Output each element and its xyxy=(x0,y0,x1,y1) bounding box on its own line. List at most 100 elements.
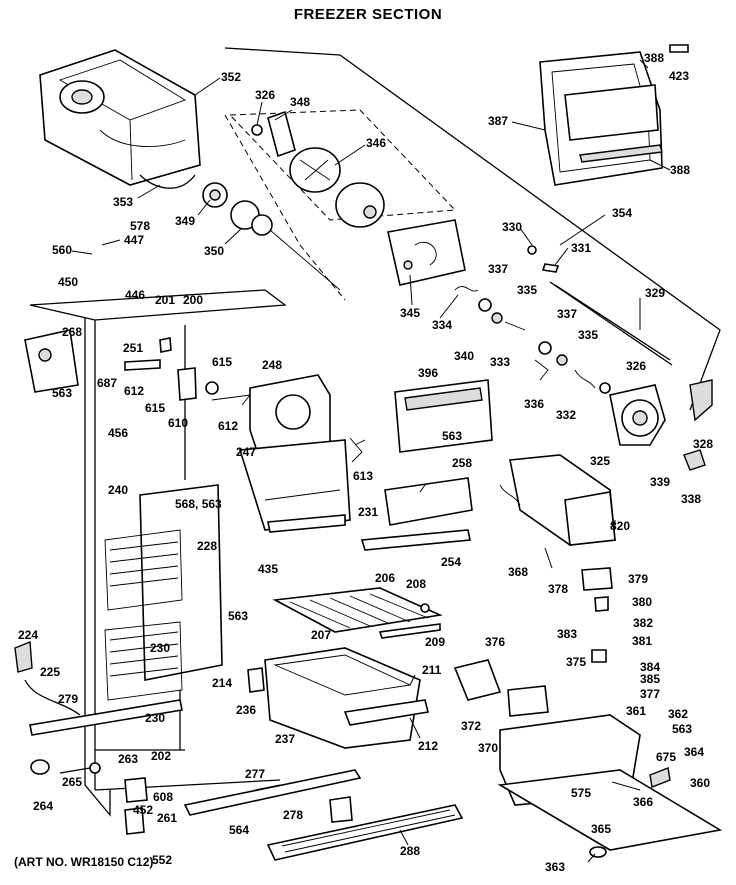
part-label: 248 xyxy=(262,358,282,372)
left-wall-parts xyxy=(24,329,252,406)
part-label: 264 xyxy=(33,799,53,813)
part-label: 333 xyxy=(490,355,510,369)
part-label: 563 xyxy=(442,429,462,443)
part-label: 214 xyxy=(212,676,232,690)
part-label: 379 xyxy=(628,572,648,586)
part-label: 376 xyxy=(485,635,505,649)
part-label: 353 xyxy=(113,195,133,209)
part-label: 268 xyxy=(62,325,82,339)
ice-maker-820 xyxy=(499,454,616,546)
part-label: 277 xyxy=(245,767,265,781)
evaporator-cover xyxy=(238,374,366,533)
dispenser-assembly xyxy=(453,567,723,858)
part-label: 336 xyxy=(524,397,544,411)
part-label: 612 xyxy=(124,384,144,398)
part-label: 206 xyxy=(375,571,395,585)
part-label: 612 xyxy=(218,419,238,433)
part-label: 568, 563 xyxy=(175,497,222,511)
part-label: 331 xyxy=(571,241,591,255)
part-label: 452 xyxy=(133,803,153,817)
cover-strips xyxy=(360,477,473,551)
control-board-396 xyxy=(394,379,493,453)
part-label: 363 xyxy=(545,860,565,874)
part-label: 225 xyxy=(40,665,60,679)
part-label: 231 xyxy=(358,505,378,519)
part-label: 349 xyxy=(175,214,195,228)
part-label: 384 xyxy=(640,660,660,674)
part-label: 209 xyxy=(425,635,445,649)
part-label: 362 xyxy=(668,707,688,721)
part-label: 326 xyxy=(626,359,646,373)
part-label: 279 xyxy=(58,692,78,706)
evaporator-coil-228 xyxy=(104,484,223,701)
part-label: 375 xyxy=(566,655,586,669)
crusher-parts xyxy=(228,109,457,228)
part-label: 200 xyxy=(183,293,203,307)
part-label: 575 xyxy=(571,786,591,800)
part-label: 230 xyxy=(150,641,170,655)
part-label: 265 xyxy=(62,775,82,789)
bottom-left-parts xyxy=(30,759,148,835)
part-label: 345 xyxy=(400,306,420,320)
part-label: 350 xyxy=(204,244,224,258)
part-label: 381 xyxy=(632,634,652,648)
part-label: 675 xyxy=(656,750,676,764)
part-label: 382 xyxy=(633,616,653,630)
part-label: 378 xyxy=(548,582,568,596)
part-label: 377 xyxy=(640,687,660,701)
motor-325 xyxy=(609,379,713,471)
part-label: 254 xyxy=(441,555,461,569)
part-label: 230 xyxy=(145,711,165,725)
part-label: 563 xyxy=(672,722,692,736)
drain-tubes xyxy=(14,640,183,736)
part-label: 687 xyxy=(97,376,117,390)
part-label: 385 xyxy=(640,672,660,686)
linkage-parts xyxy=(454,286,611,394)
part-label: 251 xyxy=(123,341,143,355)
part-label: 383 xyxy=(557,627,577,641)
part-label: 326 xyxy=(255,88,275,102)
part-label: 447 xyxy=(124,233,144,247)
part-label: 325 xyxy=(590,454,610,468)
part-label: 552 xyxy=(152,853,172,867)
part-label: 564 xyxy=(229,823,249,837)
part-label: 330 xyxy=(502,220,522,234)
part-label: 328 xyxy=(693,437,713,451)
part-label: 388 xyxy=(670,163,690,177)
part-label: 207 xyxy=(311,628,331,642)
part-label: 337 xyxy=(488,262,508,276)
part-label: 224 xyxy=(18,628,38,642)
part-label: 560 xyxy=(52,243,72,257)
part-label: 360 xyxy=(690,776,710,790)
leader-lines xyxy=(71,59,671,863)
part-label: 337 xyxy=(557,307,577,321)
part-label: 335 xyxy=(578,328,598,342)
part-label: 261 xyxy=(157,811,177,825)
part-label: 368 xyxy=(508,565,528,579)
part-label: 423 xyxy=(669,69,689,83)
part-label: 335 xyxy=(517,283,537,297)
part-label: 613 xyxy=(353,469,373,483)
part-label: 263 xyxy=(118,752,138,766)
bracket-345 xyxy=(387,219,466,286)
part-label: 334 xyxy=(432,318,452,332)
rod-parts xyxy=(527,245,673,366)
part-label: 346 xyxy=(366,136,386,150)
part-label: 366 xyxy=(633,795,653,809)
part-label: 240 xyxy=(108,483,128,497)
part-label: 446 xyxy=(125,288,145,302)
part-label: 339 xyxy=(650,475,670,489)
part-label: 370 xyxy=(478,741,498,755)
part-label: 236 xyxy=(236,703,256,717)
part-label: 288 xyxy=(400,844,420,858)
part-label: 610 xyxy=(168,416,188,430)
part-labels: 352 326 348 346 387 388 423 388 353 349 … xyxy=(18,51,713,874)
part-label: 615 xyxy=(145,401,165,415)
part-label: 211 xyxy=(422,663,442,677)
part-label: 332 xyxy=(556,408,576,422)
part-label: 364 xyxy=(684,745,704,759)
ice-bucket-352 xyxy=(39,49,201,189)
shelf-206 xyxy=(272,587,443,639)
part-label: 435 xyxy=(258,562,278,576)
part-label: 340 xyxy=(454,349,474,363)
